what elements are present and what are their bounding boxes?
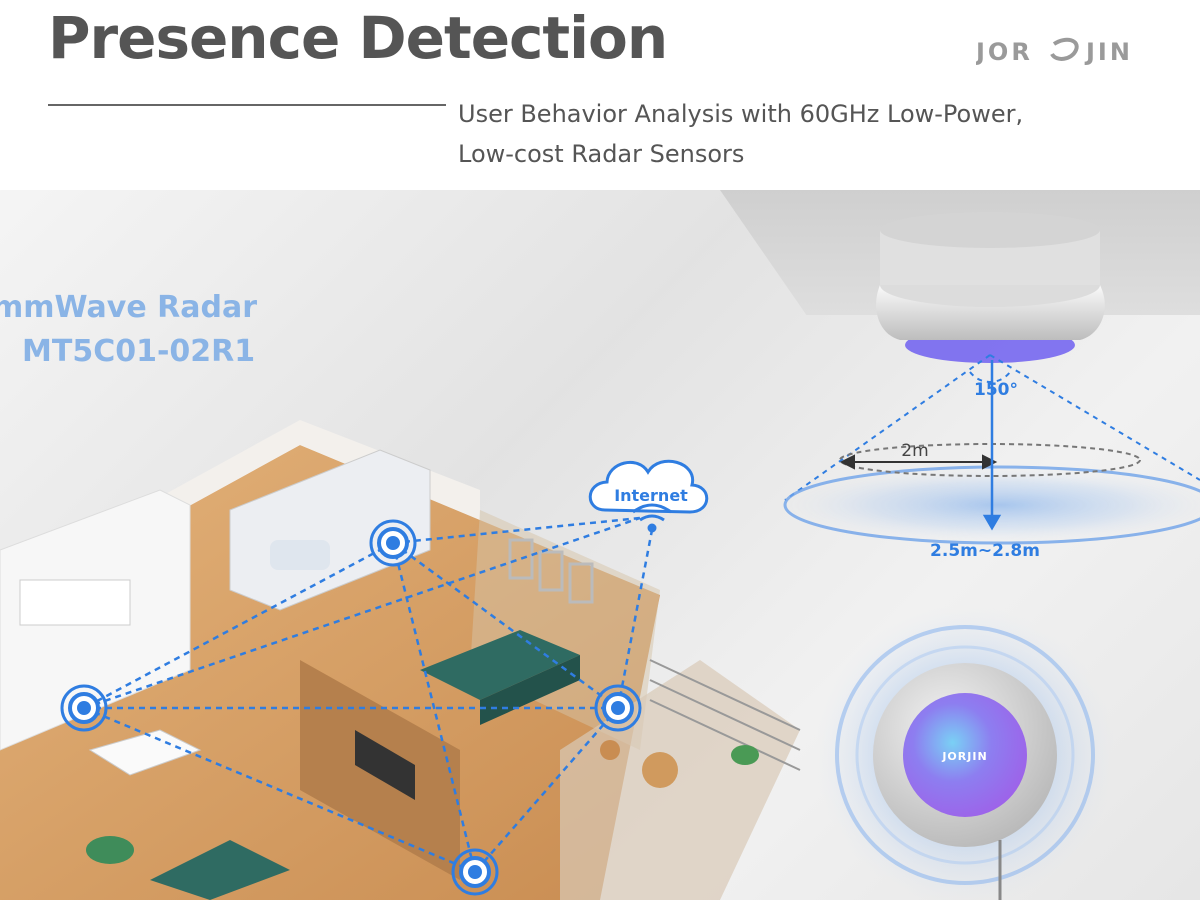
device-logo: JORJIN [941, 750, 987, 763]
scene-illustration: Internet [0, 212, 1200, 900]
network-links [83, 516, 654, 874]
svg-text:JOR: JOR [976, 38, 1033, 66]
subtitle-line-2: Low-cost Radar Sensors [458, 140, 745, 168]
subtitle-line-1: User Behavior Analysis with 60GHz Low-Po… [458, 100, 1024, 128]
radius-label: 2m [901, 441, 928, 461]
title-divider [48, 104, 446, 106]
sensor-node [60, 684, 108, 732]
product-label: mmWave Radar MT5C01-02R1 [0, 286, 257, 374]
product-model: MT5C01-02R1 [22, 334, 256, 369]
header: Presence Detection User Behavior Analysi… [0, 0, 1200, 190]
height-arrow [982, 360, 1002, 531]
height-label: 2.5m~2.8m [930, 541, 1040, 561]
cloud-icon: Internet [588, 459, 709, 514]
ceiling-radar-device [876, 212, 1105, 363]
sensor-node [594, 684, 642, 732]
scene-background: mmWave Radar MT5C01-02R1 [0, 190, 1200, 900]
angle-label: 150° [974, 380, 1018, 400]
sensor-node [369, 519, 417, 567]
jorjin-logo: JOR JIN [976, 37, 1133, 66]
svg-text:JIN: JIN [1084, 38, 1133, 66]
page-subtitle: User Behavior Analysis with 60GHz Low-Po… [458, 94, 1023, 174]
detection-ring [839, 443, 1141, 477]
product-name: mmWave Radar [0, 290, 257, 325]
radar-puck-device: JORJIN [815, 605, 1115, 900]
apartment-floorplan [0, 420, 801, 900]
page-title: Presence Detection [48, 4, 668, 72]
wifi-icon [632, 503, 672, 533]
detection-cone [784, 354, 1200, 501]
sensor-node [451, 848, 499, 896]
radius-arrow [839, 454, 998, 470]
internet-label: Internet [614, 486, 688, 505]
